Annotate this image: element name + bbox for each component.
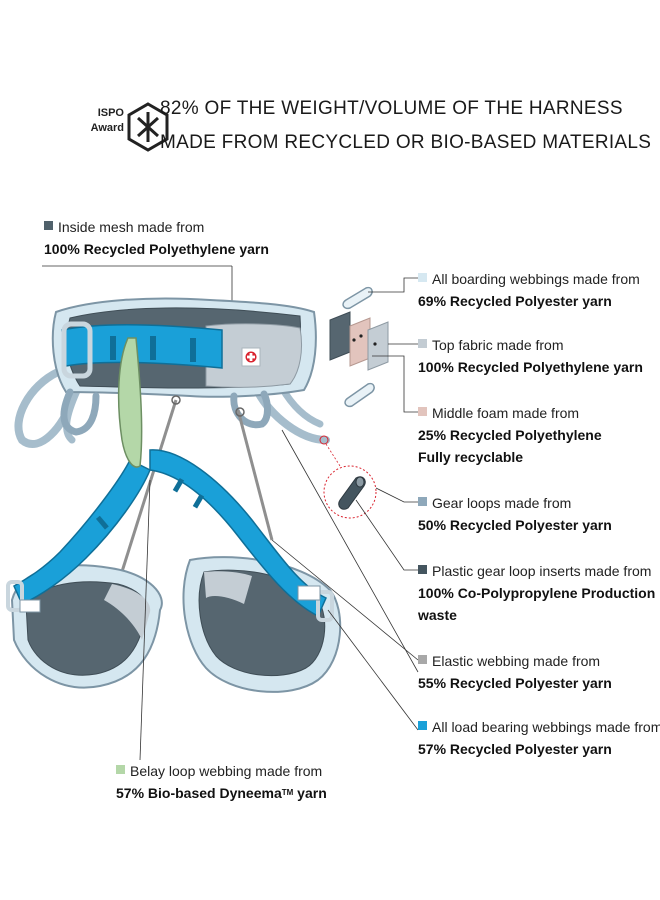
legend-label: Gear loops made from: [432, 495, 572, 511]
legend-label: All load bearing webbings made from: [432, 719, 660, 735]
legend-label: Middle foam made from: [432, 405, 580, 421]
award-line1: ISPO: [97, 107, 124, 119]
headline: 82% OF THE WEIGHT/VOLUME OF THE HARNESS …: [160, 92, 652, 160]
legend-gear-loops: Gear loops made from 50% Recycled Polyes…: [418, 492, 612, 536]
legend-belay-loop: Belay loop webbing made from 57% Bio-bas…: [116, 760, 327, 804]
legend-inside-mesh: Inside mesh made from 100% Recycled Poly…: [44, 216, 269, 260]
headline-line1: 82% OF THE WEIGHT/VOLUME OF THE HARNESS: [160, 98, 623, 119]
legend-label: Elastic webbing made from: [432, 653, 601, 669]
legend-detail-2: Fully recyclable: [418, 449, 524, 465]
legend-top-fabric: Top fabric made from 100% Recycled Polye…: [418, 334, 643, 378]
swatch-boarding: [418, 273, 427, 282]
legend-detail: 57% Recycled Polyester yarn: [418, 741, 612, 757]
legend-load-bearing: All load bearing webbings made from 57% …: [418, 716, 660, 760]
legend-detail: 100% Co-Polypropylene Production: [418, 585, 656, 601]
belay-loop: [117, 337, 143, 468]
legend-label: Plastic gear loop inserts made from: [432, 563, 652, 579]
legend-detail: 50% Recycled Polyester yarn: [418, 517, 612, 533]
leg-load-webbing: [6, 449, 334, 622]
swatch-inserts: [418, 565, 427, 574]
elastic-webbing-right: [236, 409, 274, 541]
swatch-load-bearing: [418, 721, 427, 730]
swatch-gear-loops: [418, 497, 427, 506]
legend-detail-2: waste: [418, 607, 457, 623]
legend-label: Top fabric made from: [432, 337, 564, 353]
legend-detail: 69% Recycled Polyester yarn: [418, 293, 612, 309]
leader-lines: [139, 277, 419, 761]
legend-label: All boarding webbings made from: [432, 271, 640, 287]
swatch-belay: [116, 765, 125, 774]
swatch-top-fabric: [418, 339, 427, 348]
swatch-foam: [418, 407, 427, 416]
legend-detail: 100% Recycled Polyethylene yarn: [418, 359, 643, 375]
award-line2: Award: [90, 122, 124, 134]
swatch-mesh: [44, 221, 53, 230]
legend-detail: 100% Recycled Polyethylene yarn: [44, 241, 269, 257]
headline-line2: MADE FROM RECYCLED OR BIO-BASED MATERIAL…: [160, 132, 652, 153]
award-text: ISPO Award: [84, 106, 124, 136]
right-leg-loop: [182, 556, 342, 693]
legend-detail-end: yarn: [293, 785, 327, 801]
legend-plastic-inserts: Plastic gear loop inserts made from 100%…: [418, 560, 655, 626]
ispo-logo-icon: [127, 102, 169, 152]
trademark-mark: TM: [281, 788, 294, 797]
legend-detail: 55% Recycled Polyester yarn: [418, 675, 612, 691]
legend-boarding-webbings: All boarding webbings made from 69% Recy…: [418, 268, 640, 312]
legend-detail: 57% Bio-based Dyneema: [116, 785, 282, 801]
legend-elastic-webbing: Elastic webbing made from 55% Recycled P…: [418, 650, 612, 694]
exploded-layers: [329, 286, 389, 408]
gear-loop-insert-detail: [319, 435, 377, 519]
legend-label: Belay loop webbing made from: [130, 763, 323, 779]
legend-detail-line: 57% Bio-based DyneemaTM yarn: [116, 782, 327, 804]
legend-middle-foam: Middle foam made from 25% Recycled Polye…: [418, 402, 602, 468]
ispo-award: ISPO Award: [84, 102, 174, 152]
swatch-elastic: [418, 655, 427, 664]
elastic-webbing-left: [118, 399, 178, 579]
waist-belt: [51, 297, 317, 398]
front-gear-loops: [60, 388, 271, 436]
legend-detail: 25% Recycled Polyethylene: [418, 427, 602, 443]
legend-label: Inside mesh made from: [58, 219, 205, 235]
left-leg-loop: [10, 564, 163, 689]
